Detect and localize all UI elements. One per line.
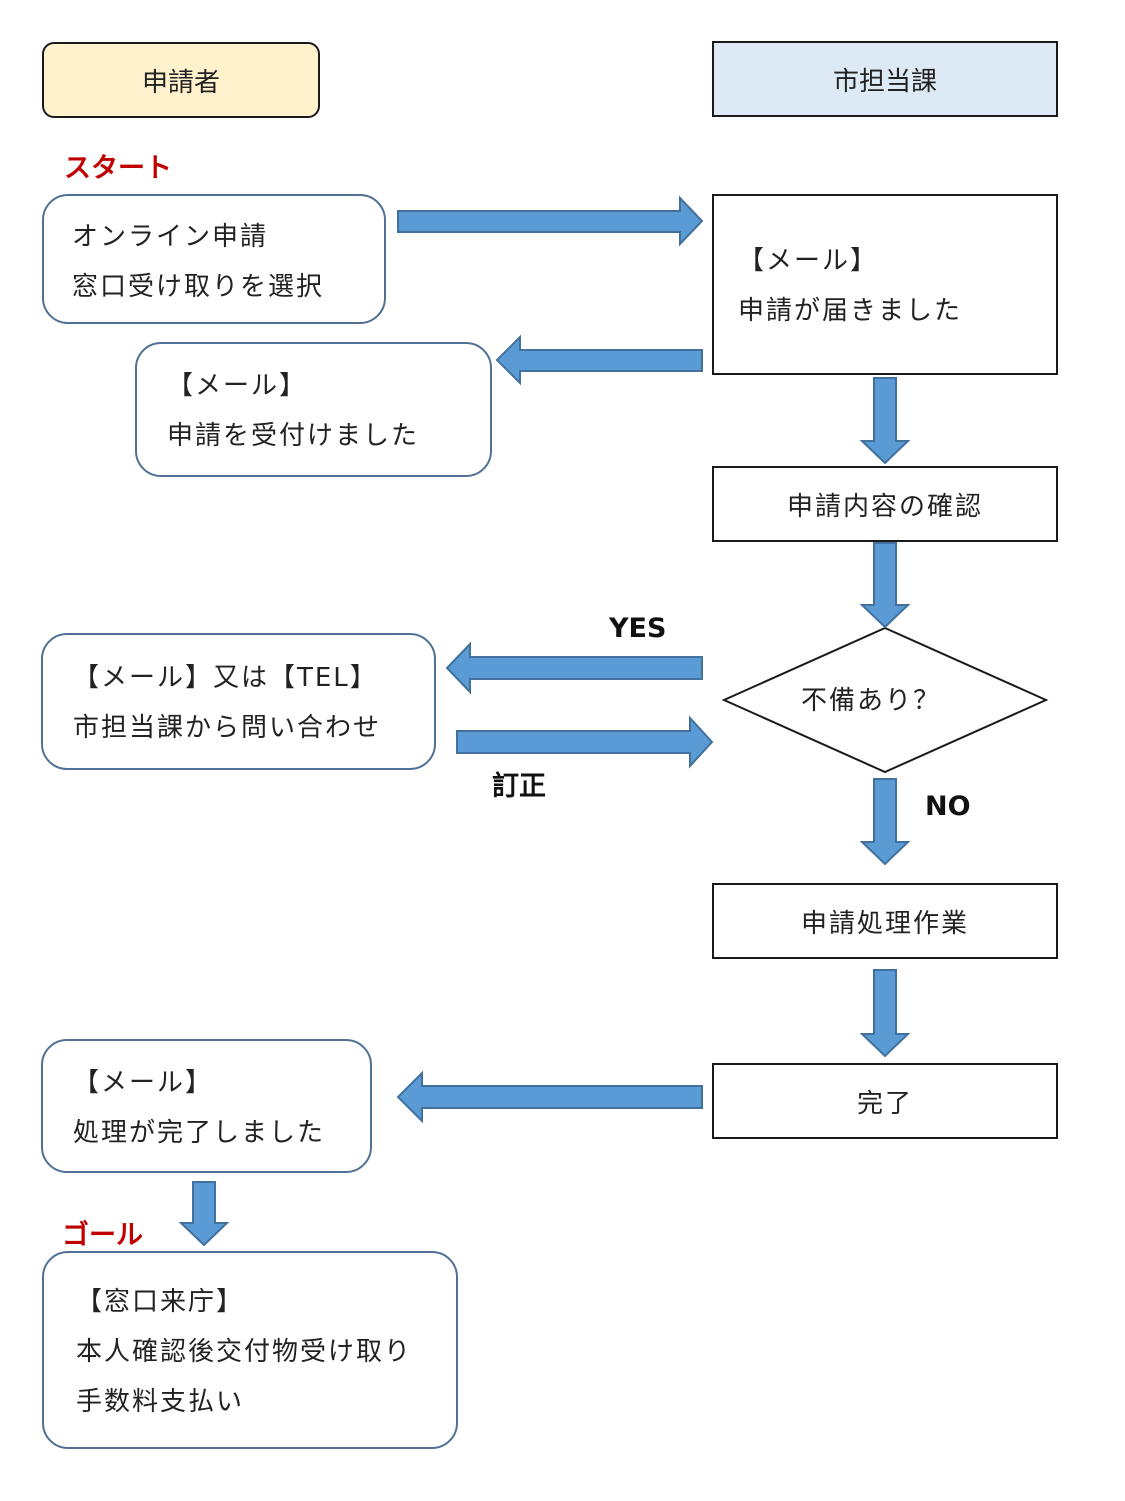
check-content-label: 申請内容の確認 <box>786 491 983 522</box>
mail-received-line1: 【メール】 <box>738 246 879 276</box>
online-apply-line2: 窓口受け取りを選択 <box>72 272 325 302</box>
correction-label: 訂正 <box>492 771 546 802</box>
arrow-received-to-check <box>859 377 911 465</box>
node-online-apply: オンライン申請 窓口受け取りを選択 <box>42 194 386 324</box>
arrow-dept-to-accepted <box>495 334 703 386</box>
node-check-content: 申請内容の確認 <box>712 466 1058 542</box>
node-inquiry: 【メール】又は【TEL】 市担当課から問い合わせ <box>41 633 436 770</box>
complete-label: 完了 <box>856 1088 913 1119</box>
header-city-dept: 市担当課 <box>712 41 1058 117</box>
counter-visit-line3: 手数料支払い <box>76 1387 245 1417</box>
arrow-check-to-decision <box>859 542 911 629</box>
arrow-correction-to-decision <box>456 715 714 769</box>
no-label: NO <box>925 791 971 822</box>
start-label: スタート <box>64 153 172 184</box>
node-mail-received: 【メール】 申請が届きました <box>712 194 1058 375</box>
node-mail-accepted: 【メール】 申請を受付けました <box>135 342 492 477</box>
decision-label: 不備あり？ <box>801 686 942 716</box>
header-applicant: 申請者 <box>42 42 320 118</box>
arrow-apply-to-dept <box>397 195 704 247</box>
mail-accepted-line2: 申請を受付けました <box>167 421 420 451</box>
online-apply-line1: オンライン申請 <box>72 222 269 252</box>
arrow-mail-done-to-counter <box>178 1181 230 1247</box>
inquiry-line1: 【メール】又は【TEL】 <box>73 663 378 693</box>
mail-accepted-line1: 【メール】 <box>167 371 308 401</box>
decision-diamond <box>721 626 1049 774</box>
counter-visit-line2: 本人確認後交付物受け取り <box>76 1337 413 1367</box>
goal-label: ゴール <box>62 1220 143 1251</box>
node-mail-done: 【メール】 処理が完了しました <box>41 1039 372 1173</box>
node-processing: 申請処理作業 <box>712 883 1058 959</box>
header-applicant-label: 申請者 <box>141 67 220 98</box>
header-city-dept-label: 市担当課 <box>832 66 937 97</box>
arrow-yes-to-inquiry <box>445 641 703 695</box>
arrow-no-to-processing <box>859 778 911 866</box>
arrow-processing-to-complete <box>859 969 911 1058</box>
arrow-complete-to-mail-done <box>396 1070 703 1124</box>
yes-label: YES <box>609 613 667 644</box>
counter-visit-line1: 【窓口来庁】 <box>76 1287 245 1317</box>
mail-received-line2: 申請が届きました <box>738 296 963 326</box>
node-complete: 完了 <box>712 1063 1058 1139</box>
node-counter-visit: 【窓口来庁】 本人確認後交付物受け取り 手数料支払い <box>42 1251 458 1449</box>
inquiry-line2: 市担当課から問い合わせ <box>73 713 382 743</box>
mail-done-line2: 処理が完了しました <box>73 1118 326 1148</box>
mail-done-line1: 【メール】 <box>73 1068 214 1098</box>
processing-label: 申請処理作業 <box>800 908 969 939</box>
